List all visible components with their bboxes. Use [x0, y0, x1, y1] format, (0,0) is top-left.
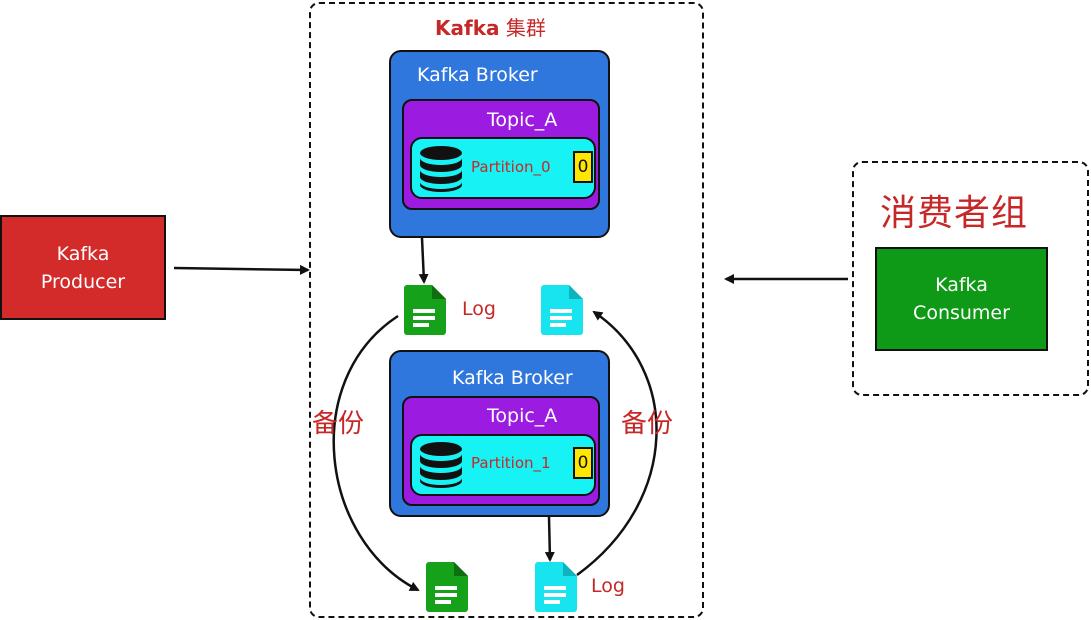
replicate-left-curve	[332, 314, 420, 592]
consumer-group	[852, 161, 1089, 396]
log-file-icon-1	[404, 285, 446, 339]
replica-file-icon-bottom	[426, 562, 468, 616]
database-icon	[419, 441, 463, 493]
replica-file-icon-top	[541, 285, 583, 339]
broker-1-label: Kafka Broker	[417, 64, 538, 86]
producer-to-cluster-arrow	[173, 264, 310, 275]
topic-2-label: Topic_A	[487, 405, 558, 427]
database-icon	[419, 145, 463, 197]
cluster-title: Kafka 集群	[435, 12, 546, 41]
consumer-label-line1: Kafka	[935, 274, 988, 296]
kafka-consumer[interactable]: Kafka Consumer	[875, 247, 1048, 351]
backup-label-right: 备份	[621, 409, 674, 439]
broker-2-label: Kafka Broker	[452, 367, 573, 389]
partition-1-offset: 0	[573, 447, 593, 479]
consumer-group-title: 消费者组	[880, 193, 1029, 234]
topic-1-label: Topic_A	[487, 109, 558, 131]
consumer-label-line2: Consumer	[913, 302, 1010, 324]
partition-1-label: Partition_1	[471, 454, 551, 472]
kafka-producer[interactable]: Kafka Producer	[0, 215, 166, 320]
partition-0-label: Partition_0	[471, 158, 551, 176]
backup-label-left: 备份	[312, 409, 365, 439]
broker1-to-log-arrow	[418, 237, 429, 284]
kafka-cluster	[309, 2, 704, 618]
log-file-icon-2	[535, 562, 577, 616]
cluster-title-rest: 集群	[499, 16, 546, 40]
log-label-2: Log	[591, 575, 625, 597]
cluster-title-bold: Kafka	[435, 16, 500, 40]
producer-label-line1: Kafka	[56, 242, 110, 265]
log-label-1: Log	[462, 298, 496, 320]
producer-label-line2: Producer	[40, 270, 126, 293]
broker2-to-log-arrow	[544, 516, 555, 562]
partition-0-offset: 0	[573, 151, 593, 183]
replicate-right-curve	[576, 310, 658, 577]
